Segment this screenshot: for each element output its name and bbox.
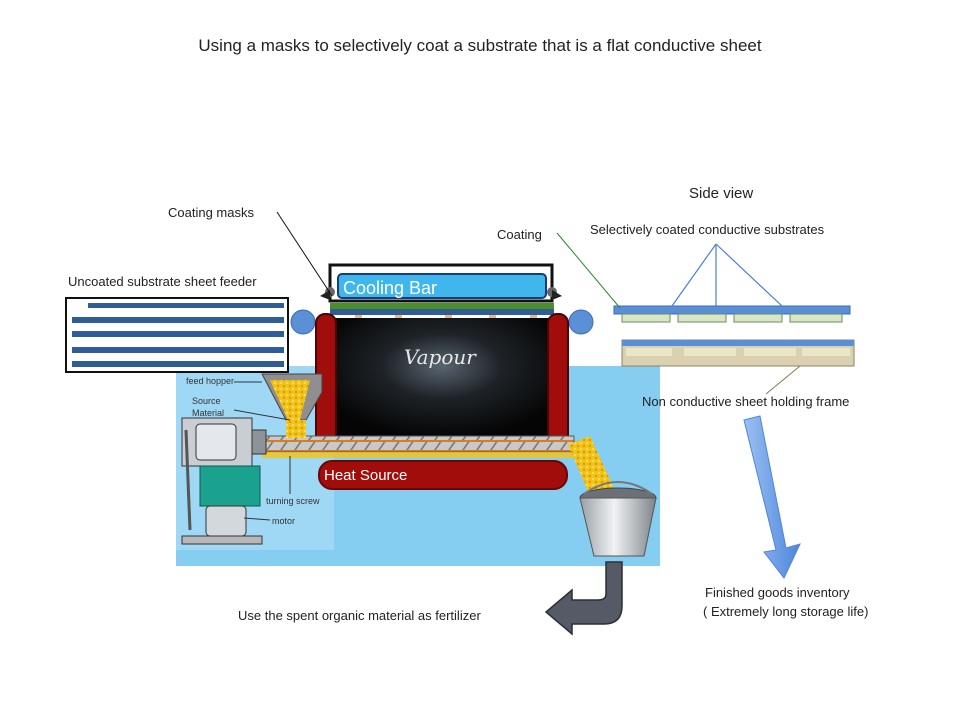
source-material-label-1: Source	[192, 396, 221, 406]
turning-screw-label: turning screw	[266, 496, 320, 506]
motor	[205, 505, 247, 537]
feed-hopper-label: feed hopper	[186, 376, 235, 386]
bucket	[579, 497, 657, 557]
side-view-top-sheet	[613, 305, 851, 315]
finished-goods-label: Finished goods inventory	[705, 585, 850, 600]
side-view-label: Side view	[689, 185, 754, 202]
motor-label: motor	[272, 516, 296, 526]
coating-label: Coating	[497, 227, 542, 242]
heat-source: Heat Source	[318, 460, 568, 490]
cooling-bar: Cooling Bar	[337, 273, 547, 299]
finished-goods-arrow	[743, 415, 801, 579]
roller-left	[290, 309, 316, 335]
coating-masks-label: Coating masks	[168, 205, 254, 220]
fertilizer-arrow	[544, 561, 623, 636]
uncoated-feeder-label: Uncoated substrate sheet feeder	[68, 274, 257, 289]
diagram-title: Using a masks to selectively coat a subs…	[198, 36, 762, 55]
fertilizer-label: Use the spent organic material as fertil…	[238, 608, 481, 623]
source-material-label-2: Material	[192, 408, 225, 418]
right-post	[547, 313, 569, 447]
holding-frame-label: Non conductive sheet holding frame	[642, 394, 850, 409]
storage-life-label: ( Extremely long storage life)	[703, 604, 869, 619]
roller-right	[568, 309, 594, 335]
vapour-chamber	[332, 318, 552, 438]
screw-conveyor	[261, 435, 575, 453]
vapour-label: Vapour	[404, 345, 476, 369]
selectively-coated-label: Selectively coated conductive substrates	[590, 222, 825, 237]
